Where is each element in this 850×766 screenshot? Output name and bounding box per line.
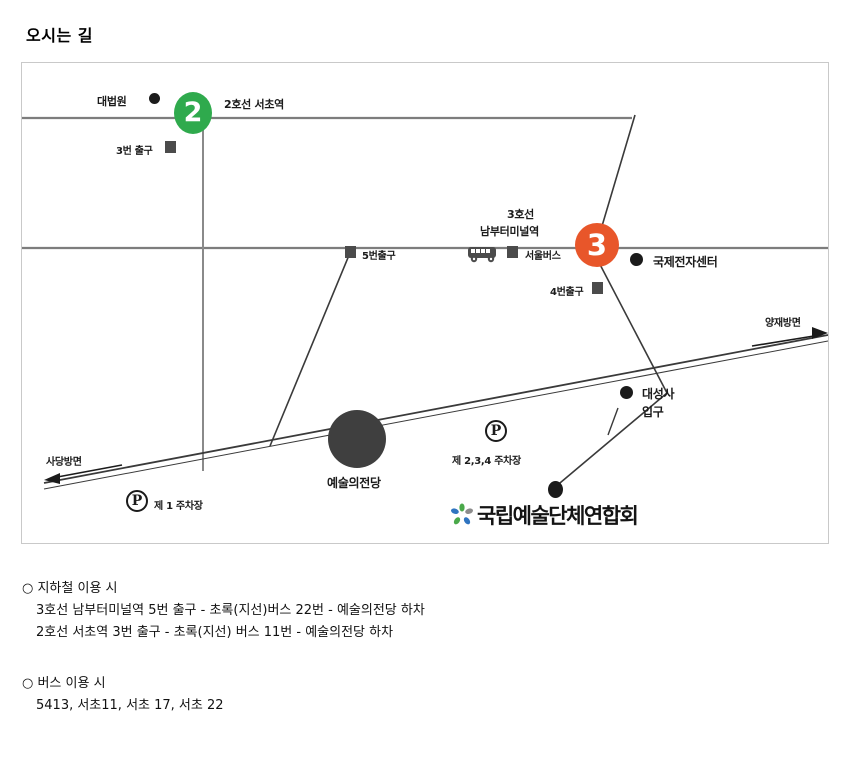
venue-marker: [328, 410, 386, 468]
subway-heading: ○ 지하철 이용 시: [22, 581, 118, 596]
bus-directions: ○ 버스 이용 시 5413, 서초11, 서초 17, 서초 22: [22, 673, 224, 717]
subway-line-2: 2호선 서초역 3번 출구 - 초록(지선) 버스 11번 - 예술의전당 하차: [36, 625, 394, 640]
map-container: 대법원 2 2호선 서초역 3번 출구 3호선 남부터미널역 3 5번출구 서울…: [21, 62, 829, 544]
label-exit5: 5번출구: [362, 251, 396, 262]
label-parking-234: 제 2,3,4 주차장: [452, 456, 521, 467]
subway-line-1: 3호선 남부터미널역 5번 출구 - 초록(지선)버스 22번 - 예술의전당 …: [36, 603, 425, 618]
label-parking-1: 제 1 주차장: [154, 501, 203, 512]
electronics-center-dot: [630, 253, 643, 266]
map-roads: [22, 103, 828, 490]
page-title: 오시는 길: [26, 26, 93, 45]
label-exit4: 4번출구: [550, 287, 584, 298]
label-daeseongsa-2: 입구: [642, 405, 664, 419]
label-line3-name2: 남부터미널역: [480, 225, 539, 238]
logo-location-dot: [548, 481, 563, 498]
supreme-court-dot: [149, 93, 160, 104]
logo-text: 국립예술단체연합회: [477, 504, 639, 528]
label-daeseongsa-1: 대성사: [642, 387, 675, 401]
exit3-marker: [165, 141, 176, 153]
exit5-marker: [345, 246, 356, 258]
label-sadang-direction: 사당방면: [46, 457, 82, 468]
label-venue: 예술의전당: [327, 476, 381, 490]
bus-heading: ○ 버스 이용 시: [22, 676, 106, 691]
parking-icon-1: P: [126, 490, 148, 512]
station-badge-line3[interactable]: 3: [575, 223, 619, 267]
subway-directions: ○ 지하철 이용 시 3호선 남부터미널역 5번 출구 - 초록(지선)버스 2…: [22, 578, 425, 644]
bus-icon: [468, 247, 496, 263]
station-badge-line2[interactable]: 2: [174, 92, 212, 134]
bus-line-1: 5413, 서초11, 서초 17, 서초 22: [36, 698, 224, 713]
logo-mark-icon: [451, 503, 473, 525]
exit4-marker: [592, 282, 603, 294]
parking-icon-234: P: [485, 420, 507, 442]
label-line3-name1: 3호선: [507, 208, 534, 221]
label-seoul-bus: 서울버스: [525, 251, 561, 262]
daeseongsa-dot: [620, 386, 633, 399]
label-line2-station: 2호선 서초역: [224, 98, 284, 111]
label-electronics-center: 국제전자센터: [653, 255, 718, 269]
label-yangjae-direction: 양재방면: [765, 318, 801, 329]
organization-logo: 국립예술단체연합회: [449, 500, 639, 530]
label-exit3: 3번 출구: [116, 146, 153, 157]
label-supreme-court: 대법원: [97, 95, 127, 108]
bus-stop-marker: [507, 246, 518, 258]
